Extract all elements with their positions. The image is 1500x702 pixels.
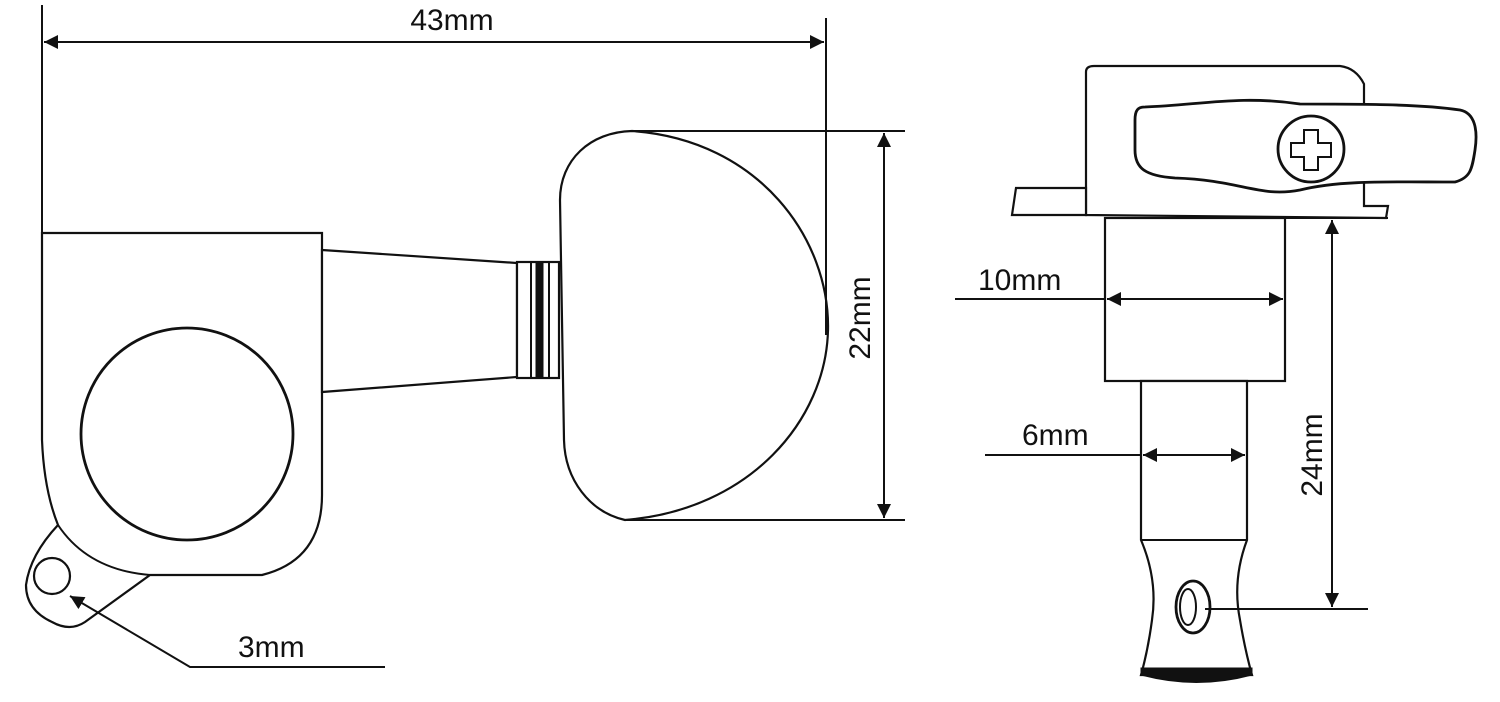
post-bottom-cap [1140, 667, 1253, 683]
string-hole [1174, 579, 1212, 635]
collar-ring [535, 261, 544, 379]
side-view: 43mm 22mm 3mm [24, 4, 905, 668]
post-label: 6mm [1022, 419, 1089, 452]
gear-cover [79, 326, 295, 542]
mounting-hole [32, 556, 72, 596]
front-view: 10mm 6mm 24mm [955, 64, 1478, 683]
tuner-shaft [320, 248, 519, 394]
height-label: 22mm [844, 276, 877, 359]
screw-cross-icon [1290, 129, 1332, 171]
housing-lip [1010, 186, 1088, 217]
hole-leader-line [69, 595, 385, 668]
bushing-label: 10mm [978, 264, 1061, 297]
screw-head [1276, 114, 1346, 184]
hole-label: 3mm [238, 631, 305, 664]
shaft-length-label: 24mm [1296, 413, 1329, 496]
width-label: 43mm [410, 4, 493, 37]
tuner-button [558, 129, 830, 522]
mounting-tab [57, 524, 151, 576]
